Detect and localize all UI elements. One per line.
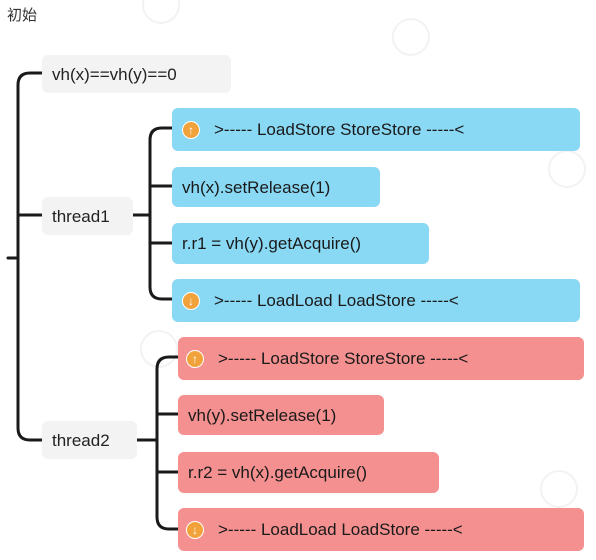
thread1-set-release-label: vh(x).setRelease(1) bbox=[182, 177, 331, 197]
thread2-label: thread2 bbox=[52, 430, 110, 450]
thread1-fence-label: >----- LoadLoad LoadStore -----< bbox=[214, 291, 459, 310]
watermark-logo bbox=[140, 330, 178, 368]
diagram-title: 初始 bbox=[7, 6, 38, 24]
thread2-fence-loadload-loadstore[interactable]: ↓ >----- LoadLoad LoadStore -----< bbox=[178, 508, 584, 551]
thread1-fence-loadload-loadstore[interactable]: ↓ >----- LoadLoad LoadStore -----< bbox=[172, 279, 580, 322]
thread2-node[interactable]: thread2 bbox=[42, 421, 137, 459]
watermark-logo bbox=[548, 150, 586, 188]
up-arrow-icon: ↑ bbox=[186, 349, 204, 368]
thread1-label: thread1 bbox=[52, 206, 110, 226]
thread1-fence-loadstore-storestore[interactable]: ↑ >----- LoadStore StoreStore -----< bbox=[172, 108, 580, 151]
thread2-set-release-label: vh(y).setRelease(1) bbox=[188, 405, 337, 425]
watermark-logo bbox=[540, 470, 578, 508]
thread1-get-acquire[interactable]: r.r1 = vh(y).getAcquire() bbox=[172, 223, 429, 264]
thread2-get-acquire[interactable]: r.r2 = vh(x).getAcquire() bbox=[178, 452, 439, 493]
thread2-fence-label: >----- LoadStore StoreStore -----< bbox=[218, 349, 469, 368]
thread2-fence-loadstore-storestore[interactable]: ↑ >----- LoadStore StoreStore -----< bbox=[178, 337, 584, 380]
up-arrow-icon: ↑ bbox=[182, 120, 200, 139]
thread2-get-acquire-label: r.r2 = vh(x).getAcquire() bbox=[188, 463, 368, 482]
thread1-node[interactable]: thread1 bbox=[42, 197, 133, 235]
thread1-set-release[interactable]: vh(x).setRelease(1) bbox=[172, 167, 380, 207]
thread2-fence-label: >----- LoadLoad LoadStore -----< bbox=[218, 520, 463, 539]
thread2-set-release[interactable]: vh(y).setRelease(1) bbox=[178, 395, 384, 435]
thread1-fence-label: >----- LoadStore StoreStore -----< bbox=[214, 120, 465, 139]
down-arrow-icon: ↓ bbox=[182, 291, 200, 310]
root-node[interactable]: vh(x)==vh(y)==0 bbox=[42, 55, 231, 93]
root-node-label: vh(x)==vh(y)==0 bbox=[52, 64, 177, 84]
watermark-logo bbox=[392, 18, 430, 56]
down-arrow-icon: ↓ bbox=[186, 520, 204, 539]
thread1-get-acquire-label: r.r1 = vh(y).getAcquire() bbox=[182, 234, 362, 253]
